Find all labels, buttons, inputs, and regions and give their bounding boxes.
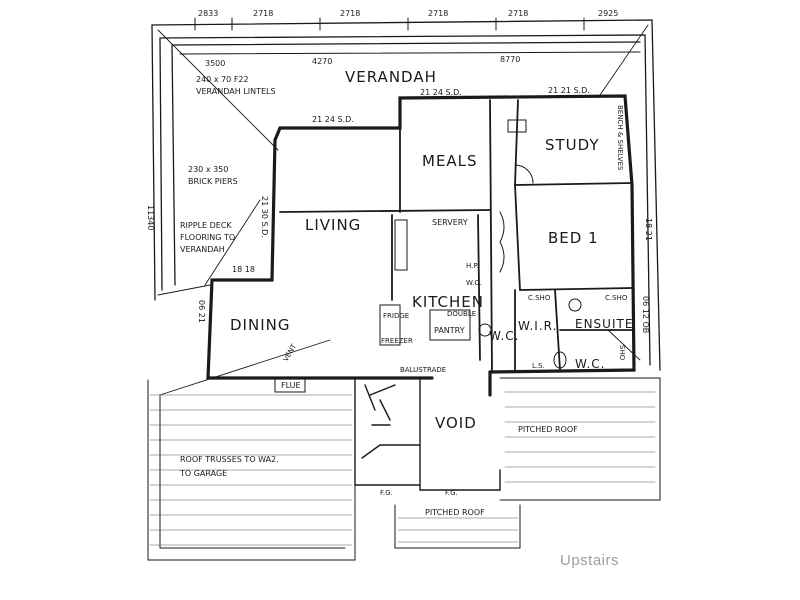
note-fg-1: F.G. xyxy=(380,489,393,497)
dim-s1: 21 24 S.D. xyxy=(420,88,462,97)
room-kitchen: KITCHEN xyxy=(412,293,484,311)
note-pitched-roof-2: PITCHED ROOF xyxy=(425,508,485,517)
dim-left-side: 11340 xyxy=(146,205,155,230)
stair-void xyxy=(354,379,501,491)
note-servery: SERVERY xyxy=(432,218,468,227)
room-verandah: VERANDAH xyxy=(345,68,437,86)
dim-top-6: 2925 xyxy=(598,9,618,18)
note-c-sho-2: C.SHO xyxy=(605,294,628,302)
dim-second-1: 3500 xyxy=(205,59,225,68)
note-bench: BENCH & SHELVES xyxy=(616,105,624,171)
room-wc2: W.C. xyxy=(575,357,606,371)
room-bed1: BED 1 xyxy=(548,229,599,247)
note-piers-1: 230 x 350 xyxy=(188,165,228,174)
room-wir: W.I.R. xyxy=(518,319,557,333)
note-vent: VENT xyxy=(282,342,299,363)
dim-top-4: 2718 xyxy=(428,9,448,18)
dim-s8: 06 12 OB xyxy=(641,296,650,333)
dim-top-2: 2718 xyxy=(253,9,273,18)
note-fridge: FRIDGE xyxy=(383,312,409,320)
upstairs-watermark: Upstairs xyxy=(560,552,620,569)
room-void: VOID xyxy=(435,414,477,432)
room-ensuite: ENSUITE xyxy=(575,317,633,331)
note-ls: L.S. xyxy=(532,362,545,370)
dim-s7: 06 21 xyxy=(197,300,206,323)
dim-second-2: 4270 xyxy=(312,57,332,66)
verandah-roof-outline xyxy=(151,19,661,371)
note-trusses-2: TO GARAGE xyxy=(179,469,227,478)
note-flue: FLUE xyxy=(281,381,301,390)
doors-and-fixtures xyxy=(274,119,582,393)
note-lintels-2: VERANDAH LINTELS xyxy=(196,87,276,96)
note-pitched-roof: PITCHED ROOF xyxy=(518,425,578,434)
note-hp: H.P. xyxy=(466,262,479,270)
room-meals: MEALS xyxy=(422,152,478,170)
note-double: DOUBLE xyxy=(447,310,476,318)
dimension-ticks xyxy=(179,17,641,55)
dim-s4: 18 18 xyxy=(232,265,255,274)
room-living: LIVING xyxy=(305,216,361,234)
room-wc1: W.C. xyxy=(489,329,520,343)
dim-s6: 21 30 S.D. xyxy=(260,196,269,238)
dim-right-side: 18 21 xyxy=(644,218,653,241)
roof-shading-lines xyxy=(149,391,656,546)
dim-top-5: 2718 xyxy=(508,9,528,18)
note-trusses-1: ROOF TRUSSES TO WA2. xyxy=(180,455,279,464)
dim-top-1: 2833 xyxy=(198,9,218,18)
note-pantry: PANTRY xyxy=(434,326,465,335)
note-deck-3: VERANDAH xyxy=(180,245,225,254)
note-freezer: FREEZER xyxy=(381,337,413,345)
note-lintels-1: 240 x 70 F22 xyxy=(196,75,249,84)
note-sho: SHO xyxy=(618,345,626,361)
note-deck-1: RIPPLE DECK xyxy=(180,221,232,230)
room-study: STUDY xyxy=(545,136,600,154)
note-fg-2: F.G. xyxy=(445,489,458,497)
note-c-sho-1: C.SHO xyxy=(528,294,551,302)
dim-top-3: 2718 xyxy=(340,9,360,18)
note-piers-2: BRICK PIERS xyxy=(188,177,238,186)
note-balustrade: BALUSTRADE xyxy=(400,366,446,374)
dim-s2: 21 21 S.D. xyxy=(548,86,590,95)
dim-s3: 21 24 S.D. xyxy=(312,115,354,124)
dim-second-3: 8770 xyxy=(500,55,520,64)
note-deck-2: FLOORING TO xyxy=(180,233,235,242)
room-dining: DINING xyxy=(230,316,290,334)
lower-roof xyxy=(147,377,661,561)
note-wo: W.O. xyxy=(466,279,482,287)
interior-walls xyxy=(279,99,633,373)
